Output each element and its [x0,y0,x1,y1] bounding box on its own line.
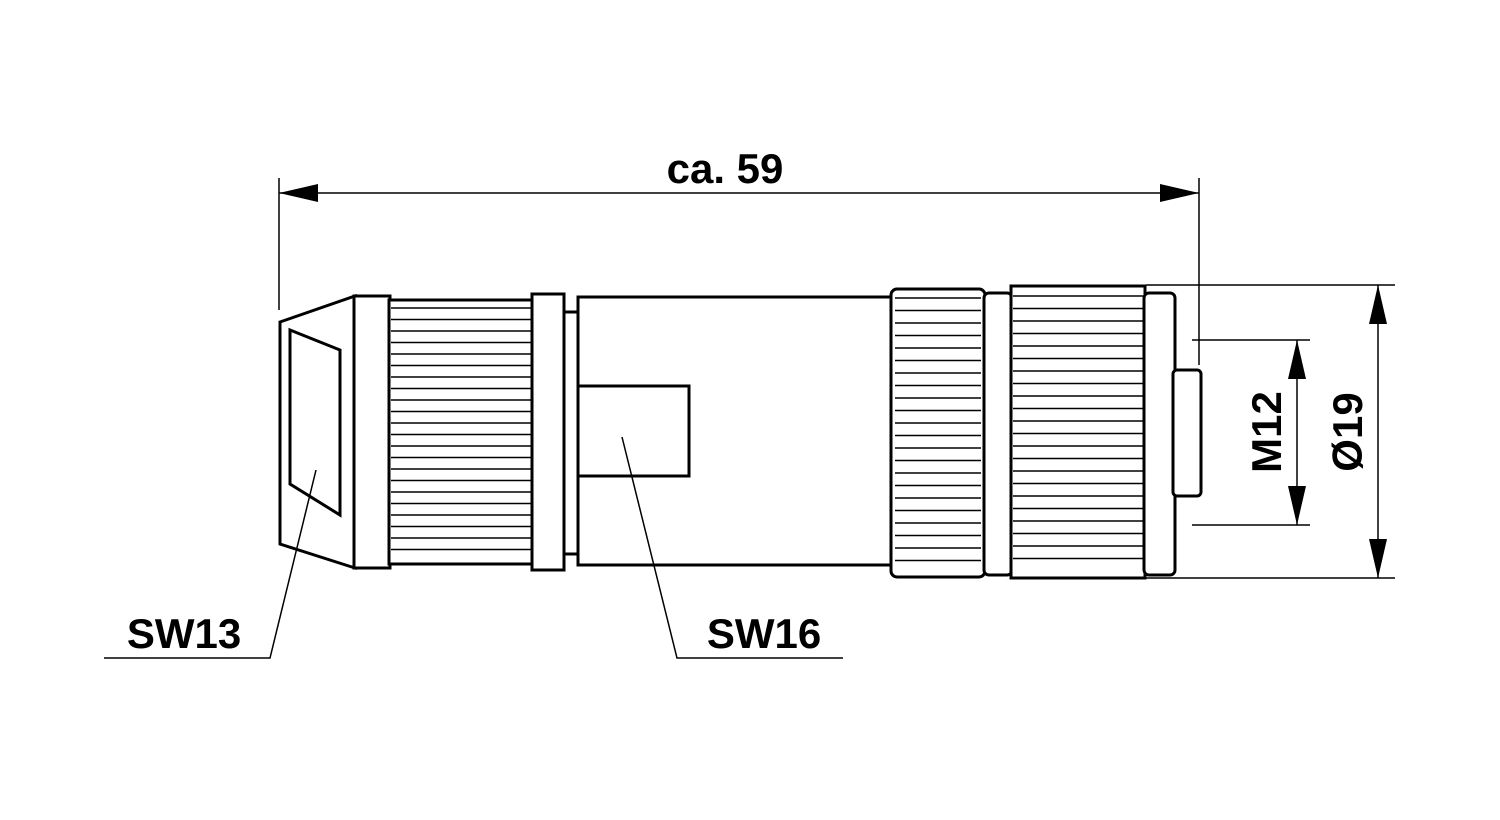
left-knurl-lines [391,307,531,551]
front-pin-carrier [1171,368,1203,498]
gland-cap-flat [288,327,342,518]
length-arrow-right [1160,184,1199,202]
callout-sw13: SW13 [104,469,317,659]
callout-sw16-label: SW16 [707,610,821,657]
callout-sw16-leader [621,436,843,659]
thread-arrow-top [1288,340,1306,379]
diameter-dimension: Ø19 [1146,284,1395,579]
callout-sw13-label: SW13 [127,610,241,657]
coupling-nut-inner-knurl [895,297,981,562]
thread-arrow-bottom [1288,486,1306,525]
thread-label: M12 [1243,391,1290,473]
diameter-arrow-top [1369,285,1387,324]
callout-sw13-leader [104,469,317,659]
groove-ring [562,310,580,556]
coupling-nut-outer-knurl [1013,295,1143,560]
separator-ring [982,291,1014,577]
length-arrow-left [279,184,318,202]
thread-dimension: M12 [1192,339,1310,526]
length-dimension: ca. 59 [278,145,1200,365]
diameter-label: Ø19 [1324,392,1371,471]
left-knurled-nut [387,298,535,566]
left-ring [530,292,566,572]
front-face [1142,291,1177,577]
diameter-arrow-bottom [1369,539,1387,578]
gland-collar [352,294,392,570]
wrench-flat [576,384,691,478]
coupling-nut-outer [1009,284,1147,580]
length-label: ca. 59 [667,145,784,192]
callout-sw16: SW16 [621,436,843,659]
coupling-nut-inner [889,287,987,579]
connector-body [278,284,1203,580]
